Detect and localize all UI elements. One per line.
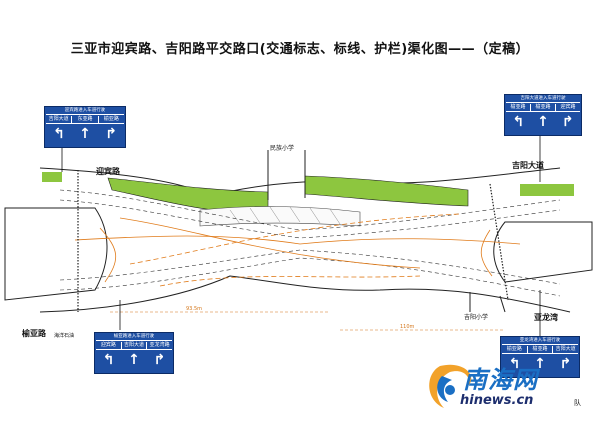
sign-col: 迎宾路 [96,342,122,349]
sign-col: 亚龙湾路 [149,342,170,348]
sign-col: 榆亚路 [506,104,531,111]
sign-title: 榆亚路进入车道行驶 [96,334,172,341]
sign-col: 榆亚路 [528,346,554,353]
guide-sign-bottom-right: 亚龙湾进入车道行驶 榆亚路 榆亚路 吉阳大道 ↰ ↑ ↱ [500,336,580,378]
turn-left-arrow-icon: ↰ [508,356,521,372]
green-belt-right [520,184,574,196]
sign-col: 吉阳大道 [122,342,148,349]
watermark-suffix: 队 [574,399,581,407]
dimension-right: 110m [400,324,415,330]
label-jiyang-avenue: 吉阳大道 [512,161,544,170]
turn-left-arrow-icon: ↰ [512,114,525,130]
label-road-note: 海洋石油 [54,333,75,339]
sign-col: 吉阳大道 [46,116,73,123]
label-jiyang-school: 吉阳小学 [464,314,489,321]
road-edge-top [39,167,561,197]
straight-arrow-icon: ↑ [79,126,91,142]
turn-right-arrow-icon: ↱ [559,356,572,372]
sign-col: 东亚路 [72,116,99,123]
island-left [4,207,108,301]
sign-col: 榆亚路 [103,116,119,122]
watermark-url: hinews.cn [460,393,534,408]
central-median [199,206,361,227]
label-yulin-road: 榆亚路 [22,329,46,338]
turn-right-arrow-icon: ↱ [561,114,574,130]
island-right [493,221,593,283]
straight-arrow-icon: ↑ [534,356,546,372]
sign-title: 亚龙湾进入车道行驶 [502,338,578,345]
sign-title: 迎宾路进入车道行驶 [46,108,124,115]
label-minzu-school: 民族小学 [270,145,295,152]
straight-arrow-icon: ↑ [537,114,549,130]
guide-sign-top-left: 迎宾路进入车道行驶 吉阳大道 东亚路 榆亚路 ↰ ↑ ↱ [44,106,126,148]
road-edge-bottom [39,275,571,313]
sign-col: 榆亚路 [502,346,528,353]
green-belt-left [42,172,62,182]
sign-col: 吉阳大道 [555,346,576,352]
watermark-brand: 南海网 [463,366,538,394]
label-yingbin-road: 迎宾路 [96,167,120,176]
page-title: 三亚市迎宾路、吉阳路平交路口(交通标志、标线、护栏)渠化图——（定稿） [70,42,530,57]
guide-sign-bottom-left: 榆亚路进入车道行驶 迎宾路 吉阳大道 亚龙湾路 ↰ ↑ ↱ [94,332,174,374]
green-belt-top-right [304,175,469,207]
sign-col: 迎宾路 [560,104,576,110]
sign-title: 吉阳大道进入车道行驶 [506,96,580,103]
guide-sign-top-right: 吉阳大道进入车道行驶 榆亚路 榆亚路 迎宾路 ↰ ↑ ↱ [504,94,582,136]
hinews-logo-icon [429,364,472,408]
turn-right-arrow-icon: ↱ [105,126,117,142]
sign-col: 榆亚路 [531,104,556,111]
turn-left-arrow-icon: ↰ [102,352,115,368]
road-south-right [499,295,506,313]
turn-left-arrow-icon: ↰ [53,126,65,142]
turn-right-arrow-icon: ↱ [153,352,166,368]
straight-arrow-icon: ↑ [128,352,140,368]
dimension-left: 93.5m [186,306,203,312]
label-yalong-bay: 亚龙湾 [534,313,558,322]
